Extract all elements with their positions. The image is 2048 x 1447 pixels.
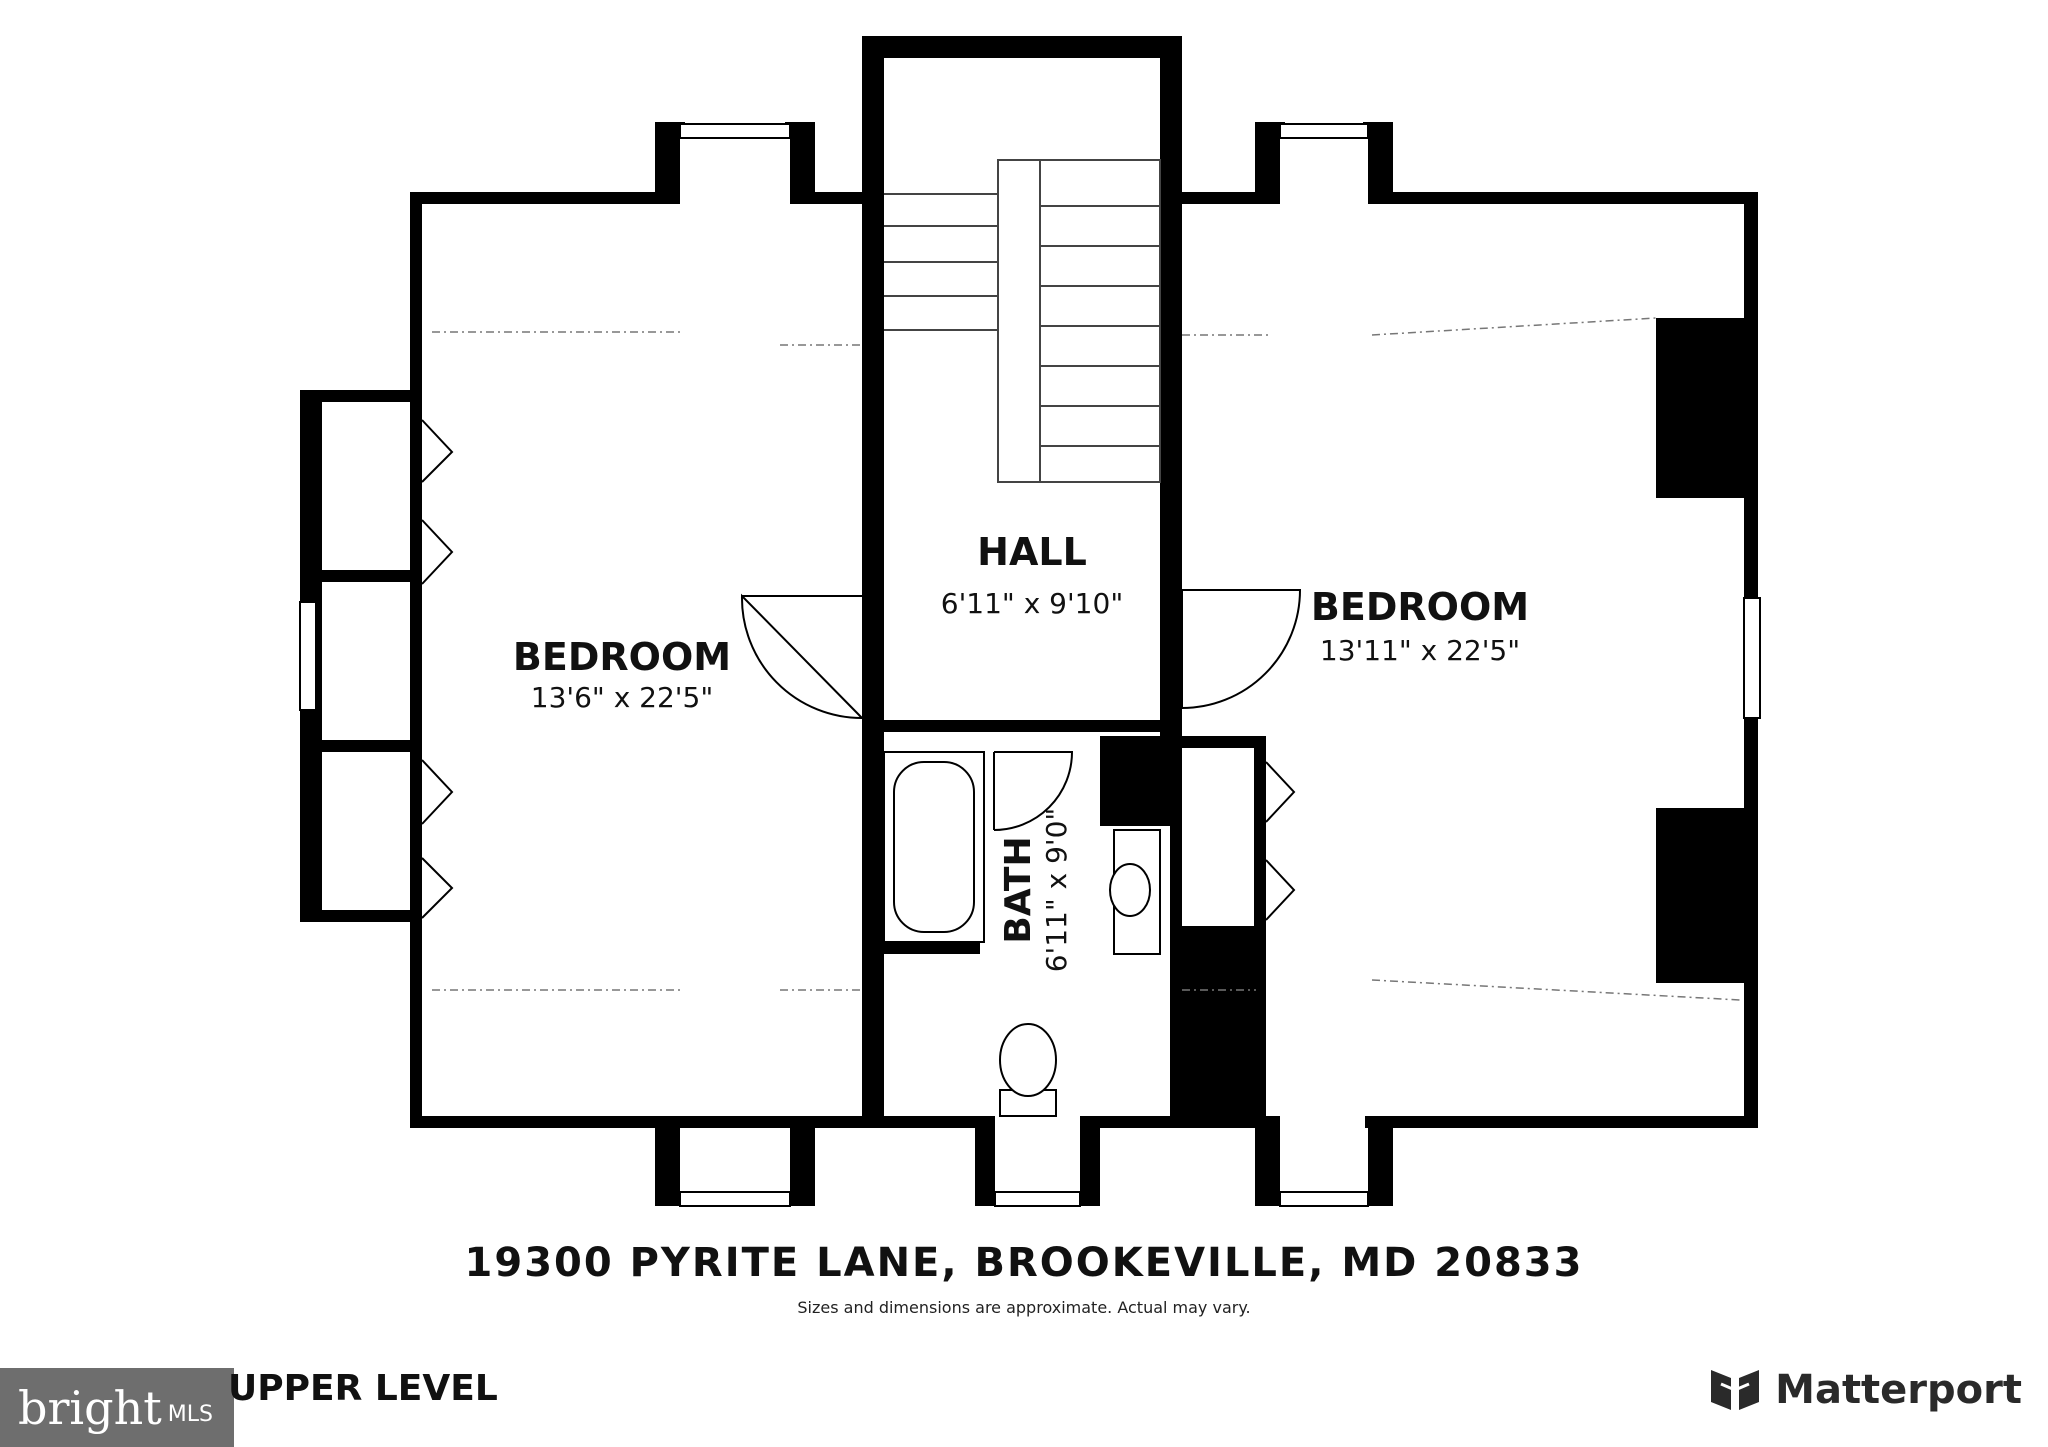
right-bedroom-dims: 13'11" x 22'5" <box>1320 634 1520 667</box>
right-bedroom-walls <box>1170 122 1758 1206</box>
matterport-logo: Matterport <box>1707 1358 2022 1422</box>
property-address: 19300 PYRITE LANE, BROOKEVILLE, MD 20833 <box>464 1240 1584 1286</box>
left-bedroom-dims: 13'6" x 22'5" <box>531 681 713 714</box>
hall-name: HALL <box>977 530 1087 574</box>
windows <box>299 123 1761 1207</box>
matterport-wordmark: Matterport <box>1775 1367 2022 1413</box>
doors <box>740 589 1302 831</box>
hall-dims: 6'11" x 9'10" <box>941 587 1123 620</box>
right-bedroom-name: BEDROOM <box>1311 585 1529 629</box>
ceiling-lines <box>432 317 1741 1001</box>
hall-walls <box>862 36 1182 1206</box>
disclaimer: Sizes and dimensions are approximate. Ac… <box>797 1298 1251 1317</box>
mls-wordmark: MLS <box>167 1402 213 1427</box>
matterport-icon <box>1711 1370 1760 1410</box>
closet-doors <box>421 419 1296 921</box>
level-label: UPPER LEVEL <box>228 1368 498 1409</box>
bath-dims: 6'11" x 9'0" <box>1040 808 1073 973</box>
left-bedroom-walls <box>300 122 880 1206</box>
bright-mls-logo: bright MLS <box>0 1368 234 1447</box>
stairs <box>884 159 1161 483</box>
bright-wordmark: bright <box>18 1380 162 1435</box>
left-bedroom-name: BEDROOM <box>513 635 731 679</box>
bath-fixtures <box>883 751 1161 1117</box>
bath-name: BATH <box>998 836 1039 943</box>
